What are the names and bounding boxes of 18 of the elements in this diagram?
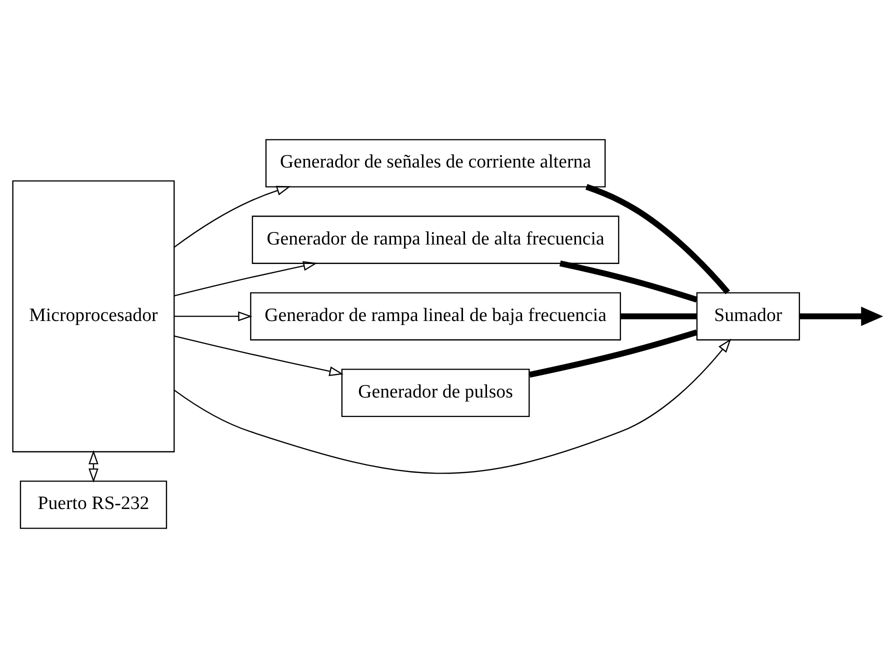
connector [620,313,697,320]
arrow [174,311,252,322]
connector [560,260,698,303]
node-box: Generador de rampa lineal de alta frecuencia [252,216,620,264]
node-box: Microprocesador [12,180,175,452]
arrow [174,186,291,248]
node-box: Generador de pulsos [341,368,530,418]
arrow [88,450,98,483]
node-box: Generador de rampa lineal de baja frecuencia [250,292,621,340]
node-box: Generador de señales de corriente alterna [265,139,606,188]
node-box: Sumador [696,292,800,340]
connector [585,184,730,294]
connector [528,330,698,378]
arrow [174,261,318,296]
arrow [174,338,732,474]
arrow [800,306,884,326]
arrow [174,335,344,376]
node-box: Puerto RS-232 [20,480,168,529]
